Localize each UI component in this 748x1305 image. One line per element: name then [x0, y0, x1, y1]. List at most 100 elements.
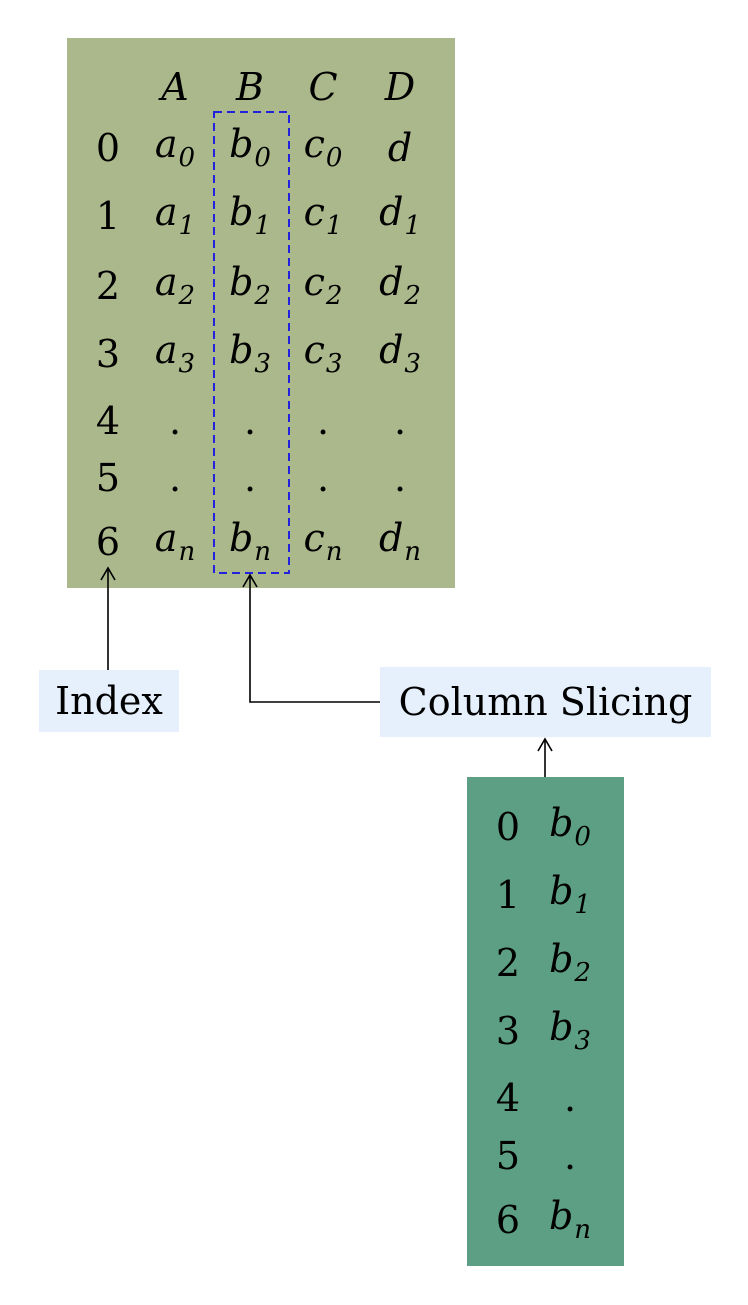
series-index-2-base: 2: [495, 941, 521, 985]
series-value-4-base: .: [563, 1076, 577, 1120]
cell-a-4-base: .: [168, 399, 182, 443]
column-header-a: A: [161, 68, 188, 106]
series-value-4: .: [564, 1079, 576, 1117]
cell-b-5-base: .: [243, 456, 257, 500]
cell-c-0-base: c: [303, 122, 325, 166]
cell-b-2-subscript: 2: [254, 281, 271, 311]
cell-c-5: .: [317, 459, 329, 497]
row-index-4: 4: [96, 402, 120, 440]
cell-c-2: c2: [304, 263, 343, 309]
cell-d-2-subscript: 2: [404, 281, 421, 311]
cell-a-3: a3: [155, 331, 195, 377]
cell-c-0-subscript: 0: [325, 143, 343, 173]
series-value-0-subscript: 0: [574, 822, 591, 852]
cell-a-2: a2: [155, 263, 195, 309]
cell-c-6-subscript: n: [325, 537, 343, 567]
series-index-1: 1: [496, 876, 520, 914]
series-index-5-base: 5: [495, 1134, 521, 1178]
cell-b-6: bn: [229, 519, 271, 565]
series-value-1: b1: [549, 872, 591, 918]
cell-b-2-base: b: [229, 260, 254, 304]
cell-a-1: a1: [155, 193, 195, 239]
cell-b-0-subscript: 0: [254, 143, 271, 173]
cell-b-5: .: [244, 459, 256, 497]
cell-d-6-base: d: [378, 516, 404, 560]
cell-a-1-base: a: [154, 190, 178, 234]
series-value-3-subscript: 3: [574, 1026, 591, 1056]
cell-a-0: a0: [155, 125, 195, 171]
cell-c-1-subscript: 1: [325, 211, 343, 241]
cell-b-4: .: [244, 402, 256, 440]
cell-d-5: .: [394, 459, 406, 497]
cell-b-3-subscript: 3: [254, 349, 271, 379]
cell-b-0: b0: [229, 125, 271, 171]
cell-a-2-subscript: 2: [178, 281, 196, 311]
cell-a-5: .: [169, 459, 181, 497]
cell-d-1-subscript: 1: [404, 211, 421, 241]
row-index-0: 0: [96, 129, 120, 167]
cell-d-1-base: d: [379, 190, 404, 234]
cell-d-4-base: .: [393, 399, 407, 443]
cell-d-3: d3: [379, 331, 421, 377]
series-panel: [467, 777, 624, 1266]
cell-c-3: c3: [304, 331, 343, 377]
index-arrow-head: [100, 566, 116, 581]
cell-c-4: .: [317, 402, 329, 440]
cell-a-6: an: [155, 519, 195, 565]
cell-d-2-base: d: [379, 260, 404, 304]
row-index-0-base: 0: [95, 126, 121, 170]
cell-a-3-subscript: 3: [178, 349, 196, 379]
cell-a-1-subscript: 1: [178, 211, 196, 241]
cell-a-5-base: .: [168, 456, 182, 500]
series-value-5-base: .: [563, 1134, 577, 1178]
series-index-3-base: 3: [495, 1009, 521, 1053]
cell-d-2: d2: [379, 263, 421, 309]
column-header-c: C: [308, 68, 337, 106]
column-header-d: D: [385, 68, 415, 106]
row-index-5: 5: [96, 459, 120, 497]
row-index-6-base: 6: [95, 520, 121, 564]
cell-a-0-base: a: [154, 122, 178, 166]
cell-c-6-base: c: [303, 516, 325, 560]
cell-c-2-base: c: [303, 260, 325, 304]
column-slicing-label-text: Column Slicing: [398, 680, 693, 724]
cell-d-3-subscript: 3: [404, 349, 421, 379]
cell-a-0-subscript: 0: [178, 143, 196, 173]
cell-d-6: dn: [379, 519, 421, 565]
series-value-2: b2: [549, 940, 591, 986]
cell-c-2-subscript: 2: [325, 281, 343, 311]
cell-a-6-base: a: [154, 516, 178, 560]
series-index-6-base: 6: [495, 1198, 521, 1242]
cell-c-5-base: .: [316, 456, 330, 500]
cell-a-2-base: a: [154, 260, 178, 304]
series-value-6: bn: [549, 1197, 591, 1243]
cell-b-4-base: .: [243, 399, 257, 443]
row-index-1-base: 1: [95, 194, 121, 238]
cell-c-4-base: .: [316, 399, 330, 443]
row-index-4-base: 4: [95, 399, 121, 443]
cell-c-1-base: c: [303, 190, 325, 234]
series-arrow-head: [537, 737, 553, 752]
series-index-1-base: 1: [495, 873, 521, 917]
series-index-4-base: 4: [495, 1076, 521, 1120]
series-index-0-base: 0: [495, 805, 521, 849]
series-value-3-base: b: [549, 1005, 574, 1049]
dataframe-panel: [67, 38, 455, 588]
series-value-5: .: [564, 1137, 576, 1175]
cell-d-0-base: d: [387, 126, 413, 170]
column-slicing-label: Column Slicing: [380, 667, 711, 737]
series-index-2: 2: [496, 944, 520, 982]
series-value-1-subscript: 1: [574, 890, 591, 920]
series-value-2-subscript: 2: [574, 958, 591, 988]
cell-d-4: .: [394, 402, 406, 440]
row-index-2-base: 2: [95, 264, 121, 308]
column-header-c-base: C: [308, 65, 338, 109]
cell-c-3-subscript: 3: [325, 349, 343, 379]
cell-d-6-subscript: n: [404, 537, 422, 567]
cell-b-2: b2: [229, 263, 271, 309]
series-index-6: 6: [496, 1201, 520, 1239]
cell-d-3-base: d: [379, 328, 404, 372]
cell-b-1: b1: [229, 193, 271, 239]
cell-b-1-base: b: [229, 190, 254, 234]
series-index-0: 0: [496, 808, 520, 846]
